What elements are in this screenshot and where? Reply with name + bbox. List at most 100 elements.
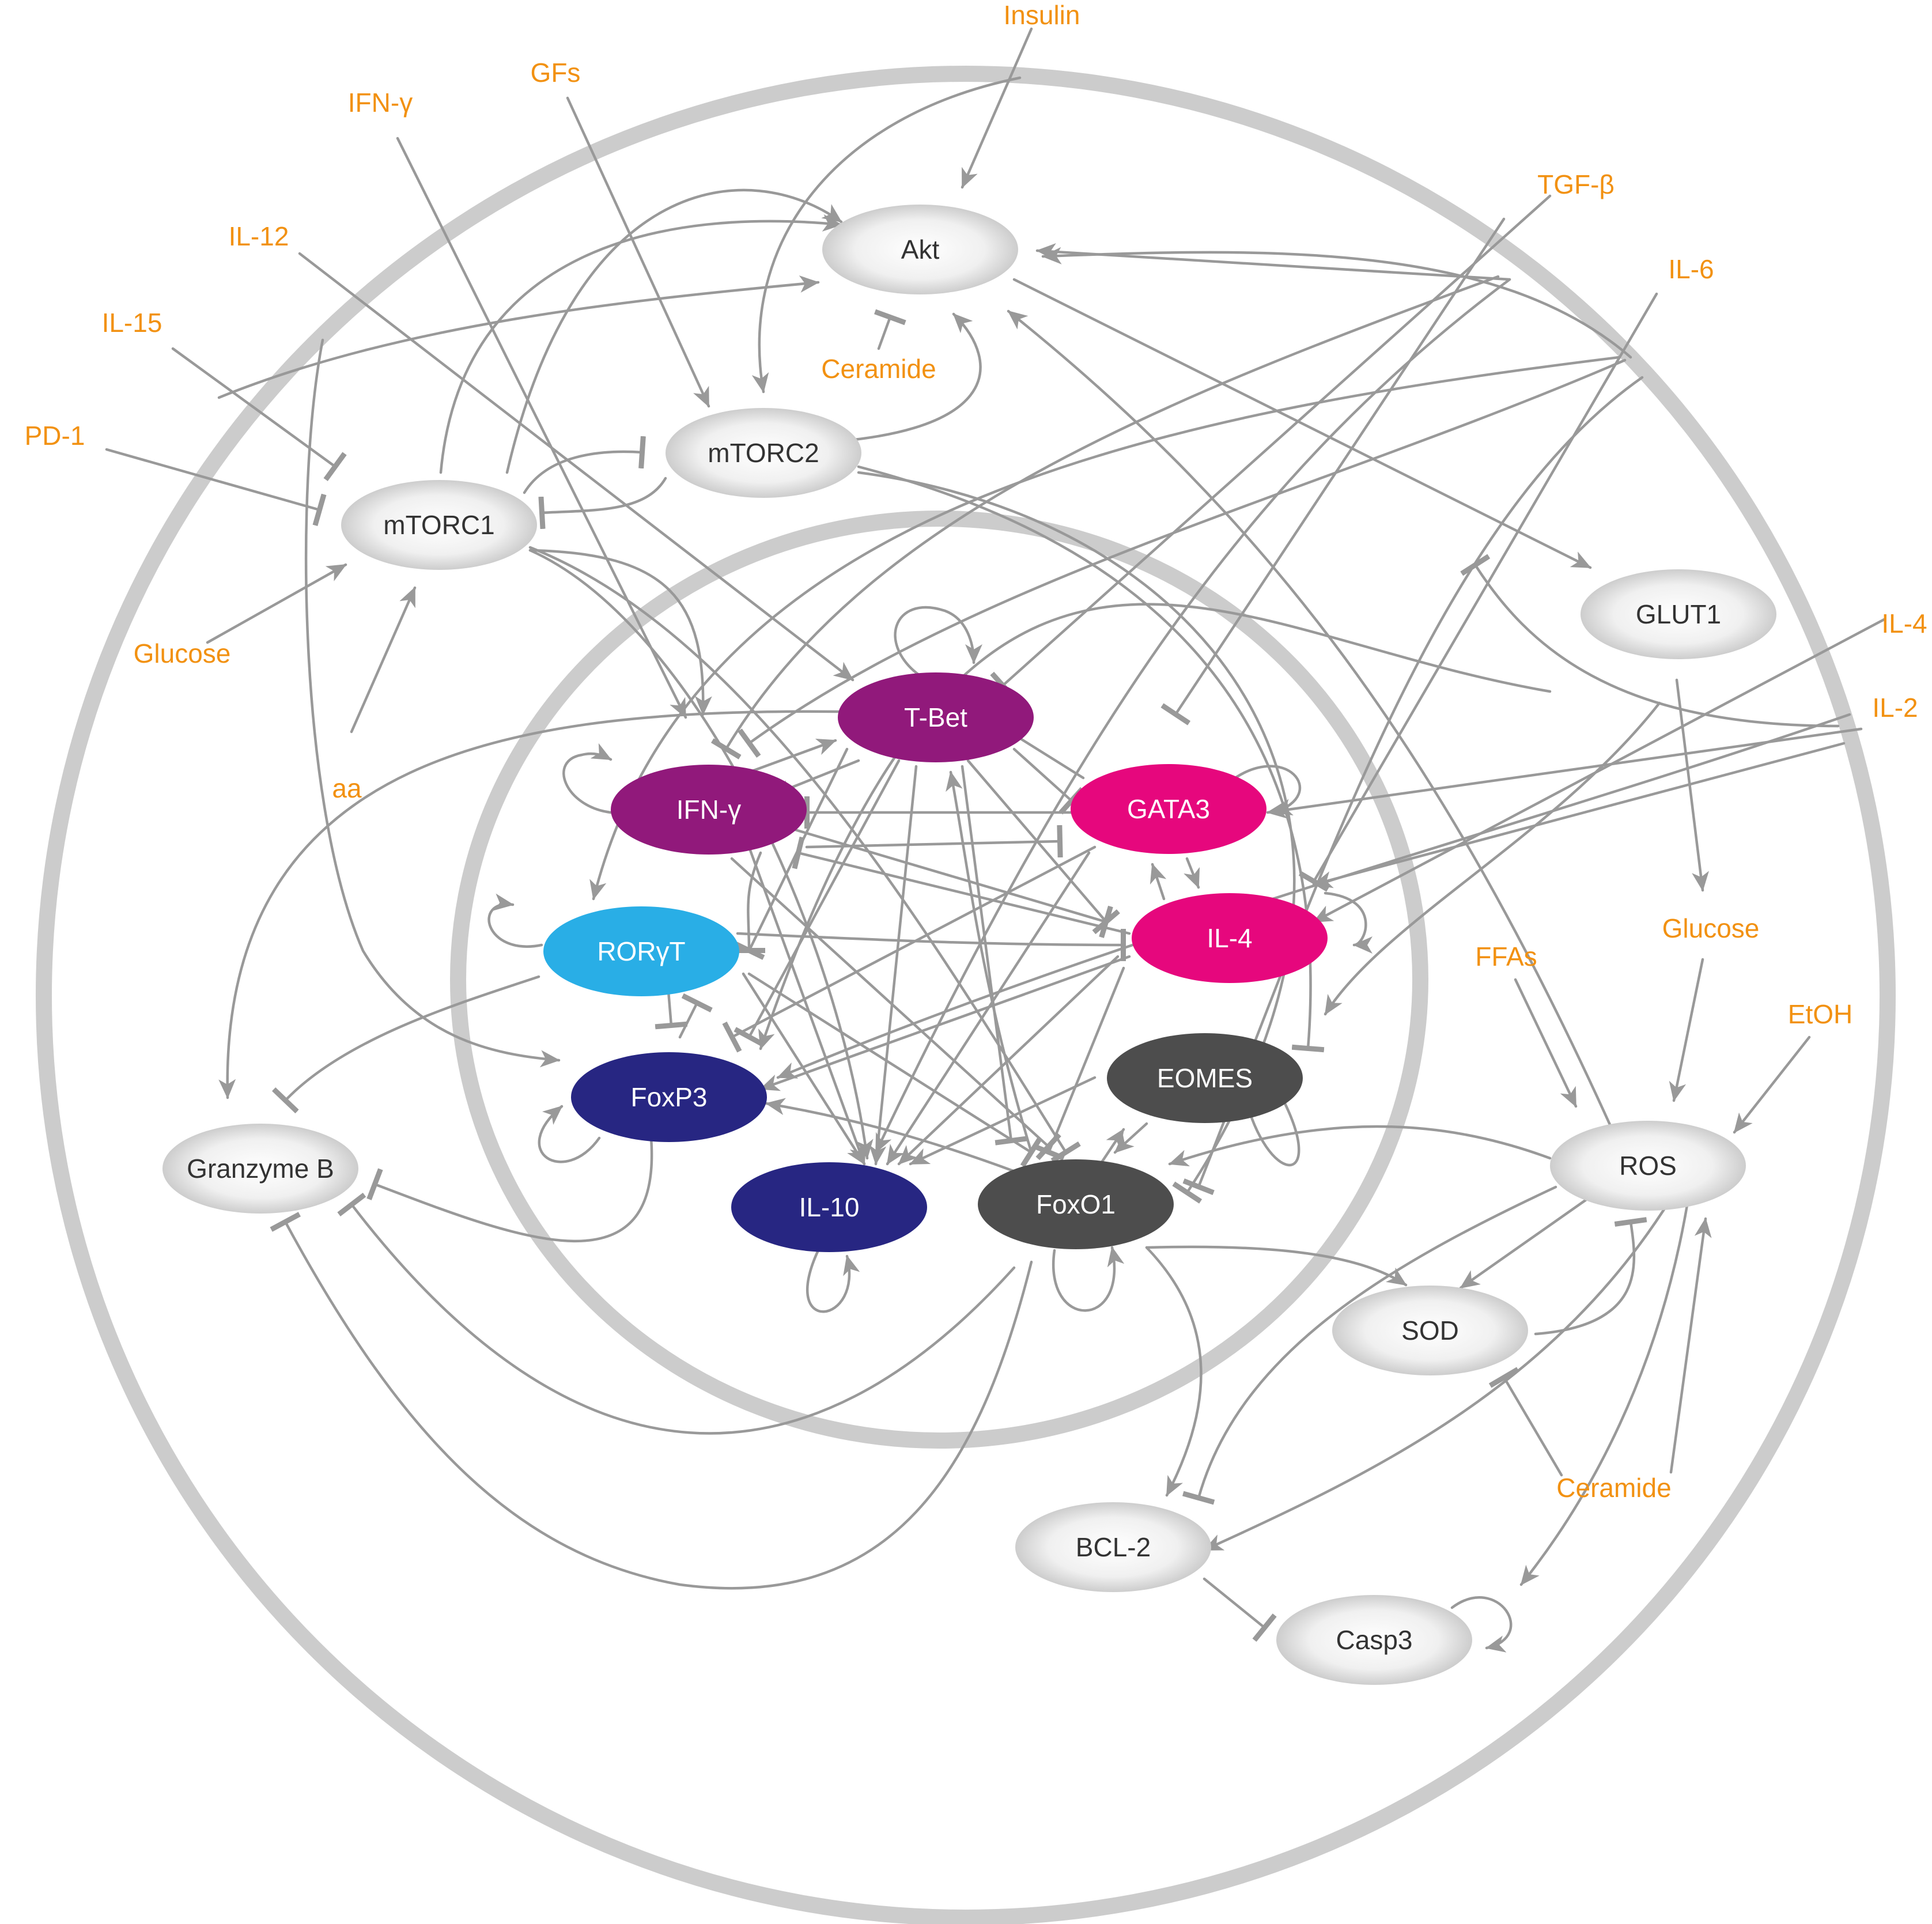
edge-glucose-mtorc1 [206,563,347,644]
edge-foxp3-granzyme [366,1136,653,1243]
node-bcl2-label: BCL-2 [1076,1532,1151,1562]
input-aa: aa [332,773,362,803]
edge-il12-tbet [298,252,855,682]
edge-mtorc2-mtorc1 [538,477,667,530]
input-glucose-left: Glucose [134,638,231,668]
edge-gata3-il10 [886,851,1091,1166]
node-granzyme-b[interactable]: Granzyme B [162,1124,358,1214]
edge-gfs-mtorc2 [566,96,710,408]
edge-mtorc2-foxo1 [857,471,1296,1204]
edge-ifng-foxo1 [730,857,1061,1161]
edge-foxp3-rorgt [678,993,713,1039]
edge-pd1-mtorc1 [105,448,327,527]
node-rorgt[interactable]: RORγT [543,906,739,996]
node-mtorc2[interactable]: mTORC2 [666,408,861,498]
node-foxp3-label: FoxP3 [631,1082,708,1112]
edge-il4-foxp3 [759,955,1131,1091]
input-glucose-right: Glucose [1662,913,1760,943]
input-insulin: Insulin [1004,0,1080,30]
edge-tbet-self [894,606,982,679]
edge-tgfb-foxp3 [758,603,1552,1050]
node-il4-label: IL-4 [1207,923,1252,953]
node-eomes[interactable]: EOMES [1107,1033,1303,1123]
edge-ros-bcl2 [1182,1185,1557,1505]
node-ifng[interactable]: IFN-γ [611,765,807,855]
edge-ceramide-ros [1669,1217,1712,1474]
edge-tbet-il4 [966,759,1120,935]
edge-rorgt-il10 [742,972,866,1166]
node-ifng-label: IFN-γ [676,795,741,825]
edge-il6-akt [1041,247,1632,359]
edge-tbet-rorgt [734,747,849,960]
edge-il6-ifng [738,358,1627,758]
edge-casp3-self [1450,1596,1513,1653]
edge-mtorc1-mtorc2 [523,436,646,494]
node-akt[interactable]: Akt [822,205,1018,294]
edge-il2-il4 [1312,742,1846,889]
cytoplasm-nodes: Akt mTORC2 mTORC1 GLUT1 Granzyme B ROS S… [162,205,1776,1685]
node-foxo1[interactable]: FoxO1 [978,1159,1174,1249]
node-casp3[interactable]: Casp3 [1276,1595,1472,1685]
node-il10-label: IL-10 [799,1192,860,1222]
node-il10[interactable]: IL-10 [731,1162,927,1252]
edge-mtorc1-foxp3 [304,338,561,1068]
edge-glut1-il4 [1324,701,1661,1016]
input-ifng: IFN-γ [348,88,413,118]
edge-mtorc2-akt [793,312,982,445]
edge-rorgt-foxp3 [655,989,688,1030]
node-bcl2[interactable]: BCL-2 [1015,1502,1211,1592]
edge-il10-self [806,1249,860,1313]
input-etoh: EtOH [1788,999,1852,1029]
nucleus-membrane [450,511,1428,1449]
node-ros-label: ROS [1619,1151,1677,1181]
node-foxp3[interactable]: FoxP3 [571,1052,767,1142]
edge-tgfb-gata3 [1160,217,1506,725]
node-glut1[interactable]: GLUT1 [1581,569,1776,659]
edge-il4-foxo1 [1033,966,1125,1161]
edge-il15-akt [217,275,820,399]
edge-rorgt-granzyme [271,975,540,1114]
node-il4[interactable]: IL-4 [1132,893,1328,983]
edge-ros-foxo1 [1168,1125,1552,1167]
node-glut1-label: GLUT1 [1636,599,1721,629]
edge-tgfb-ifng [710,275,1500,759]
edge-etoh-ros [1733,1035,1811,1134]
edge-glucose-ros [1669,958,1704,1102]
edge-il4-il10 [897,955,1120,1166]
edge-mtorc2-eomes [857,465,1325,1053]
node-tbet[interactable]: T-Bet [838,672,1034,762]
node-gata3-label: GATA3 [1127,794,1210,824]
edge-foxo1-granzyme [270,1212,1033,1590]
edge-rorgt-foxo1 [747,972,1042,1167]
input-il12: IL-12 [229,221,289,251]
node-mtorc1[interactable]: mTORC1 [341,480,537,570]
edge-eomes-il10 [909,1076,1097,1166]
edge-il4-ifng [792,836,1131,935]
input-gfs: GFs [531,58,581,88]
edge-tbet-il10 [869,765,918,1166]
edge-il4-foxp3 [1460,554,1840,728]
edge-ros-bcl2-2 [1203,1197,1673,1552]
edge-sod-ros [1534,1217,1647,1336]
input-ceramide-top: Ceramide [821,354,936,384]
node-ros[interactable]: ROS [1550,1121,1746,1211]
node-mtorc2-label: mTORC2 [708,438,819,468]
edge-ifng-rorgt [732,851,766,954]
input-tgfb: TGF-β [1537,169,1615,199]
node-eomes-label: EOMES [1157,1063,1253,1093]
node-sod-label: SOD [1401,1316,1459,1345]
node-sod[interactable]: SOD [1332,1286,1528,1375]
edge-tbet-foxo1 [961,765,1028,1146]
node-granzyme-b-label: Granzyme B [187,1154,334,1184]
edge-ros-akt [1007,309,1615,1134]
input-labels: Insulin GFs IFN-γ IL-12 IL-15 PD-1 Gluco… [25,0,1927,1503]
node-mtorc1-label: mTORC1 [383,510,494,540]
edge-glut1-glucose [1675,678,1709,892]
input-ceramide-bottom: Ceramide [1556,1473,1671,1503]
edge-il6-il4 [1298,292,1658,892]
node-tbet-label: T-Bet [904,702,967,732]
input-ffas: FFAs [1475,942,1537,972]
node-casp3-label: Casp3 [1336,1625,1413,1655]
edge-il2-gata3 [1266,727,1863,819]
node-gata3[interactable]: GATA3 [1071,764,1266,854]
